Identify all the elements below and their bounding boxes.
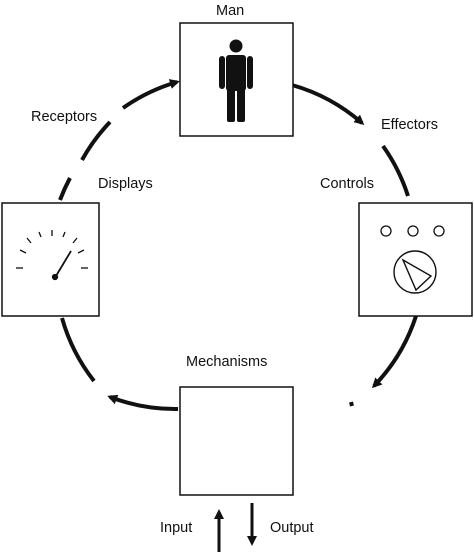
man-label: Man — [216, 3, 245, 19]
arc-controls-to-mechanisms — [371, 315, 418, 389]
dial-knob-icon — [393, 250, 437, 294]
arc-mechanisms-right-stub — [349, 401, 354, 407]
output-label: Output — [270, 520, 314, 536]
arc-displays-to-mechanisms-stub — [60, 317, 96, 383]
gauge-icon — [16, 230, 88, 281]
control-knobs-icon — [380, 225, 445, 237]
controls-box — [358, 202, 473, 317]
arc-receptors-top — [121, 79, 180, 110]
arc-displays-to-receptors — [58, 177, 72, 201]
input-label: Input — [160, 520, 193, 536]
mechanisms-label: Mechanisms — [186, 354, 268, 370]
effectors-label: Effectors — [381, 117, 438, 133]
arc-man-to-effectors — [291, 83, 365, 125]
receptors-label: Receptors — [31, 109, 98, 125]
displays-label: Displays — [98, 176, 153, 192]
mechanisms-box — [179, 386, 294, 496]
displays-box — [1, 202, 100, 317]
person-icon — [219, 39, 253, 122]
arc-receptors-to-man — [80, 120, 112, 161]
arc-effectors-to-controls — [381, 144, 410, 197]
arc-mechanisms-to-displays — [107, 394, 179, 412]
controls-label: Controls — [320, 176, 374, 192]
